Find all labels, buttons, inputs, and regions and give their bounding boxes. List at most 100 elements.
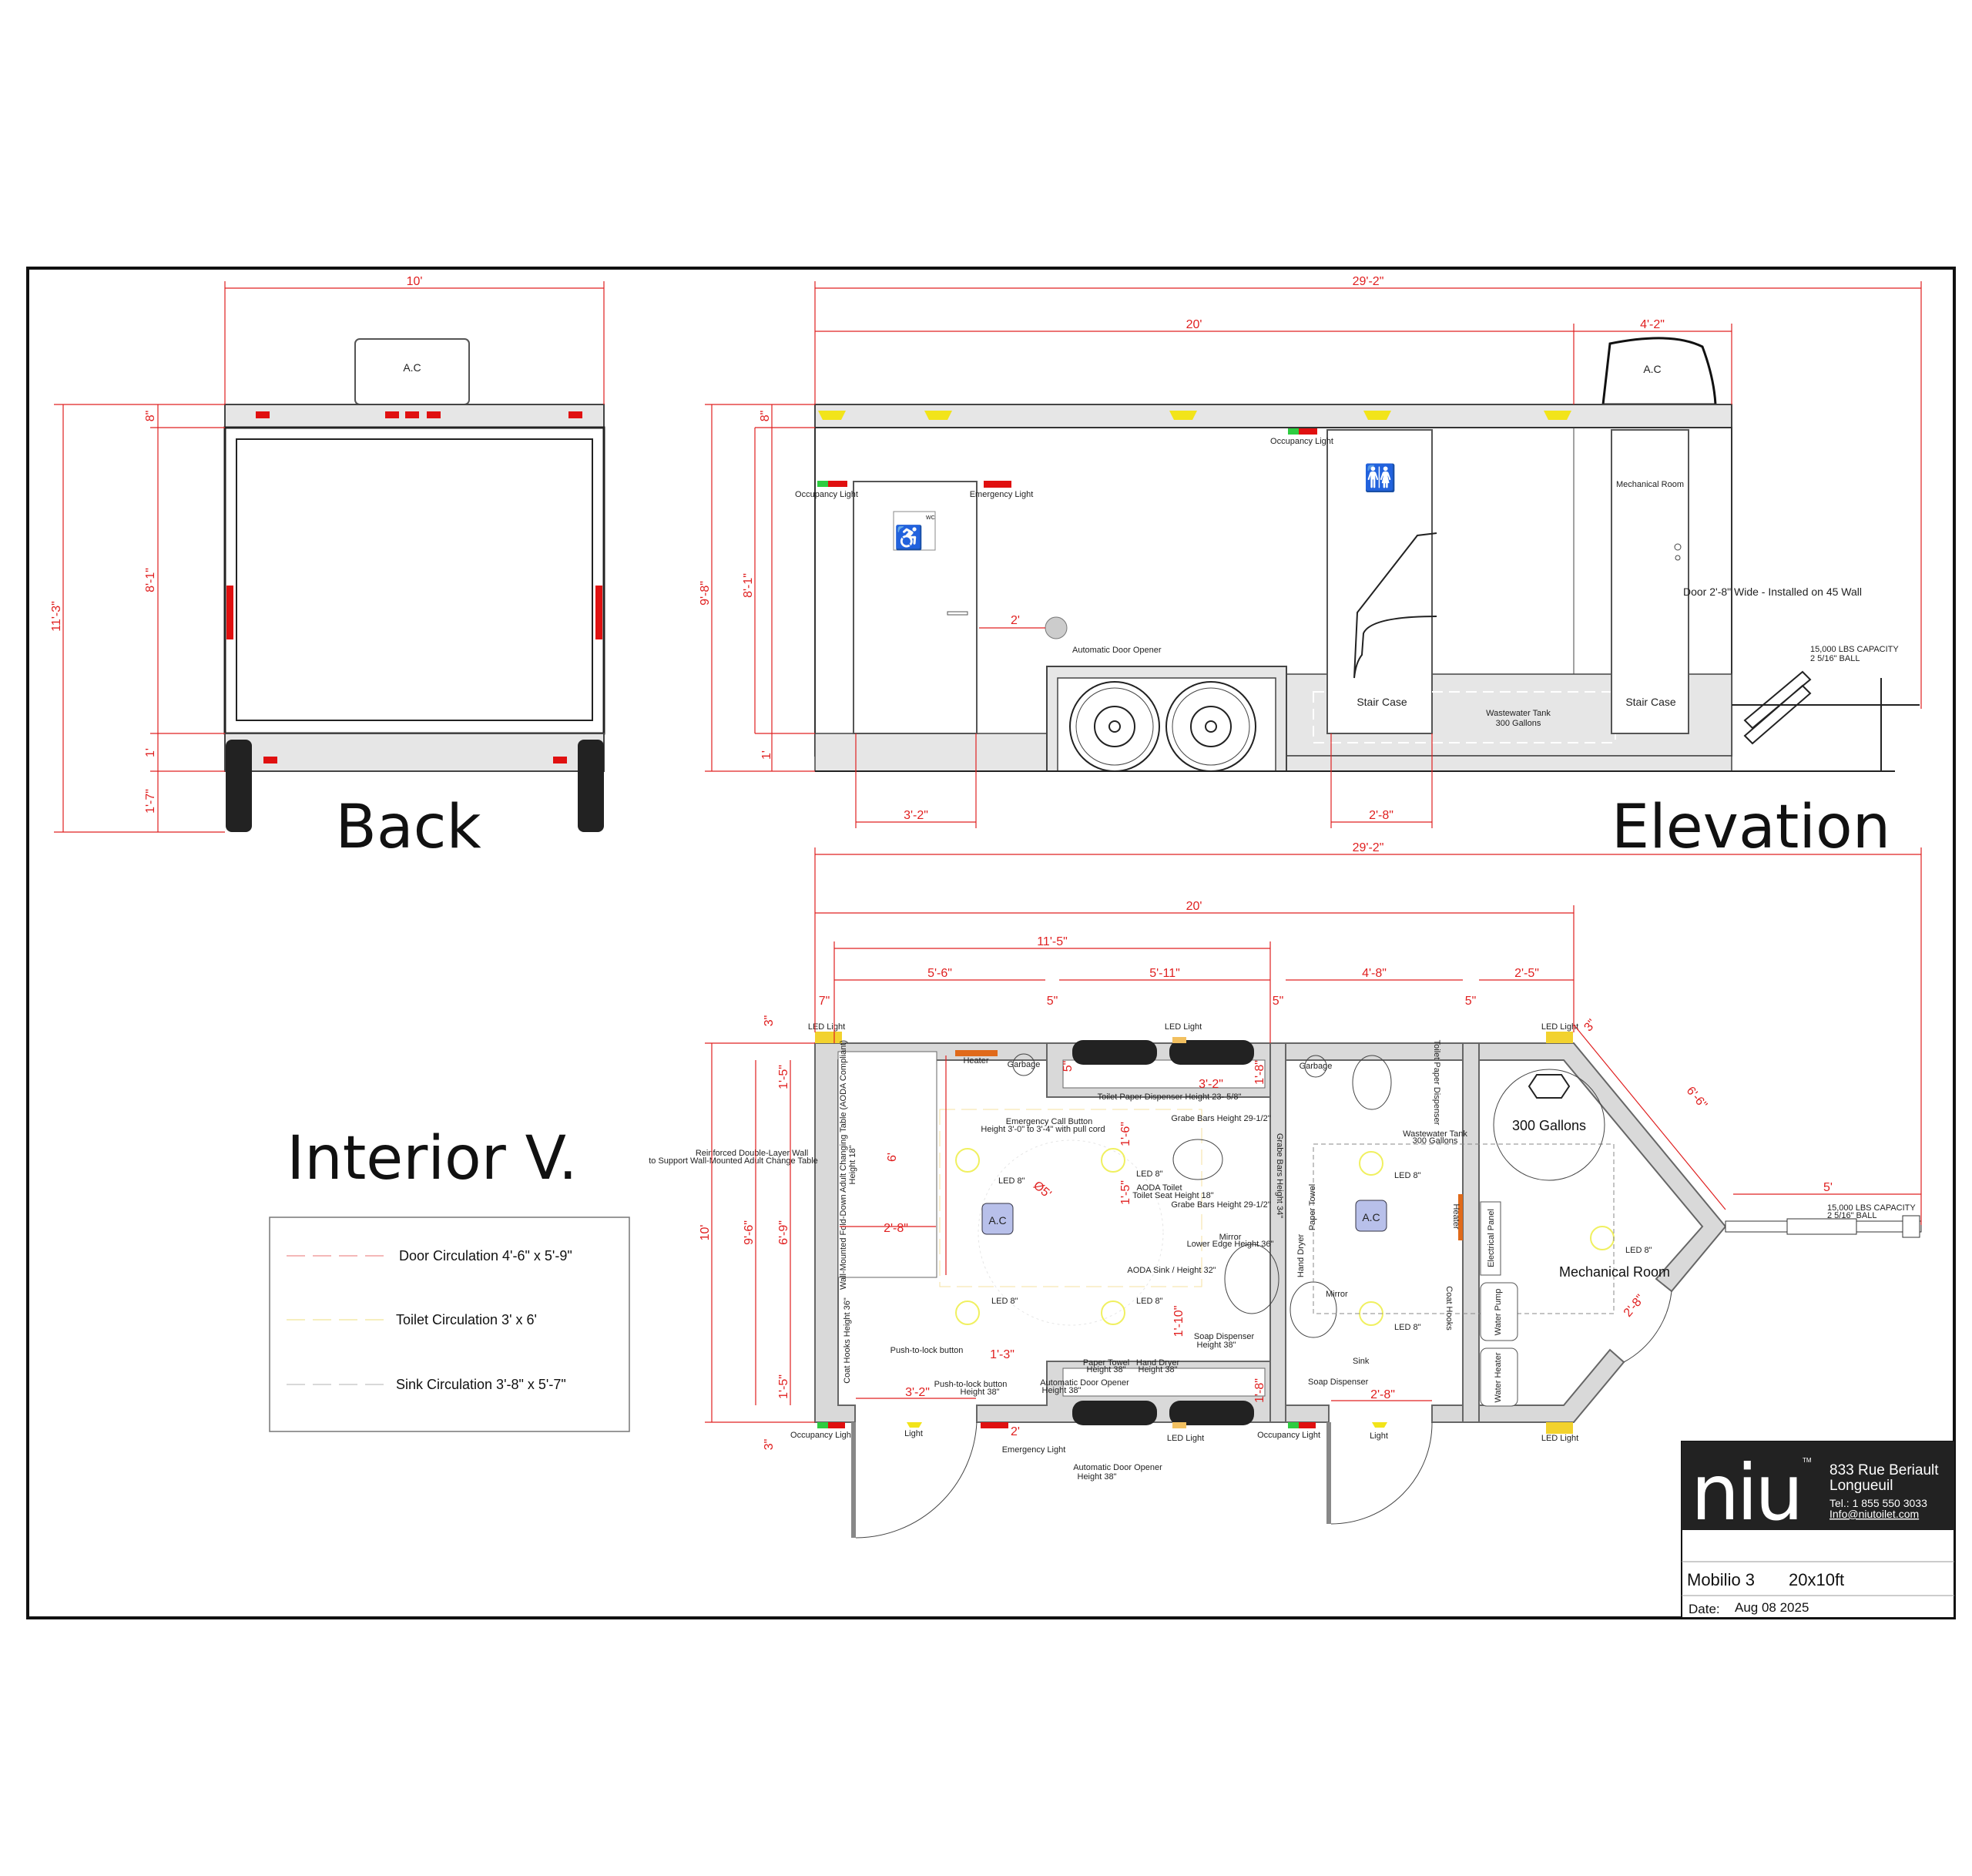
legend-label: Toilet Circulation 3' x 6' (396, 1312, 537, 1327)
drawing-shape (1108, 720, 1121, 733)
ac-vent (1355, 1200, 1387, 1232)
automatic-door-opener-icon (1045, 616, 1068, 639)
exhaust-fan (1072, 1040, 1254, 1065)
label-push-to-lock: Push-to-lock button (890, 1346, 964, 1355)
dim-hitch: 5' (1823, 1181, 1833, 1194)
label-water-pump: Water Pump (1494, 1289, 1503, 1336)
dim-wall: 5" (1273, 995, 1284, 1008)
drawing-shape (1544, 411, 1571, 420)
label-light: Light (904, 1429, 923, 1438)
dim-fan: 5" (1061, 1061, 1075, 1072)
ac-vent (981, 1203, 1014, 1235)
water-tank (1493, 1069, 1605, 1181)
label-coat-hooks: Coat Hooks (1444, 1286, 1454, 1331)
label-automatic-door-opener: Automatic Door Opener (1072, 646, 1162, 655)
elevation-overall-dim: 29'-2" (1353, 275, 1384, 288)
mechanical-door-swing (1623, 1290, 1672, 1363)
email-link[interactable]: Info@niutoilet.com (1829, 1508, 1919, 1520)
back-base (224, 733, 605, 772)
legend-item-door-circulation: Door Circulation 4'-6" x 5'-9" (287, 1248, 572, 1264)
drawing-shape (1101, 1148, 1125, 1173)
label-heater: Heater (963, 1056, 988, 1066)
label-changing-table: Wall-Mounted Fold-Down Adult Changing Ta… (839, 1040, 848, 1290)
label-led-light: LED Light (1167, 1434, 1204, 1443)
drawing-shape (1169, 1401, 1254, 1425)
elevation-base-dim: 1' (760, 750, 773, 760)
label-hitch-capacity: 15,000 LBS CAPACITY (1810, 645, 1899, 654)
label-occupancy-light: Occupancy Light (1257, 1431, 1320, 1440)
label-led-light: LED Light (1541, 1022, 1578, 1032)
drawing-shape (1359, 1151, 1383, 1176)
label-tp-dispenser: Toilet Paper Dispenser Height 23- 5/8" (1098, 1092, 1242, 1102)
back-marker-light (568, 411, 582, 418)
address-line-1: 833 Rue Beriault (1829, 1462, 1939, 1478)
dim-door: 3'-2" (905, 1386, 930, 1399)
label-garbage: Garbage (1008, 1060, 1041, 1069)
roof-led-lights (818, 411, 1571, 420)
water-heater (1480, 1347, 1518, 1407)
dim-height: 9'-6" (743, 1220, 756, 1245)
label-automatic-door-opener: Automatic Door Opener (1073, 1463, 1162, 1472)
led-light (1172, 1422, 1186, 1428)
dim-opener: 2' (1011, 1425, 1020, 1438)
turning-circle (978, 1139, 1164, 1326)
led-light (1546, 1032, 1573, 1043)
dim-wall: 3" (763, 1439, 776, 1451)
drawing-shape (1101, 1300, 1125, 1325)
restroom-sign-icon: 🚻 (1364, 463, 1397, 493)
elevation-body-dim: 20' (1186, 318, 1202, 331)
label-garbage: Garbage (1300, 1062, 1333, 1071)
dim-wall: 7" (819, 995, 830, 1008)
label-led-light: LED Light (808, 1022, 845, 1032)
label-led-8: LED 8" (1394, 1171, 1421, 1180)
label-led-8: LED 8" (991, 1297, 1018, 1306)
circulation-legend: Door Circulation 4'-6" x 5'-9" Toilet Ci… (269, 1217, 630, 1432)
garbage-bin (1304, 1055, 1327, 1078)
restroom-door-leaf (1326, 1422, 1331, 1524)
label-mechanical-room: Mechanical Room (1616, 480, 1684, 489)
label-occupancy-light: Occupancy Light (790, 1431, 854, 1440)
label-stair-case: Stair Case (1357, 696, 1407, 708)
label-ac: A.C (988, 1214, 1006, 1227)
back-marker-light (256, 411, 270, 418)
fan-compartment-bottom (1062, 1368, 1266, 1397)
changing-table (837, 1051, 937, 1278)
back-tail-light (553, 757, 567, 763)
label-hitch-ball: 2 5/16" BALL (1810, 654, 1860, 663)
label-reinforced-wall: to Support Wall-Mounted Adult Change Tab… (649, 1156, 818, 1166)
back-marker-light (427, 411, 441, 418)
drawing-shape (1786, 1218, 1857, 1235)
dim-table-depth: 2'-8" (884, 1222, 908, 1235)
label-emergency-light: Emergency Light (970, 490, 1034, 499)
dim-fan: 1'-8" (1253, 1378, 1266, 1403)
label-automatic-door-opener: Automatic Door Opener (1040, 1378, 1129, 1388)
occupancy-light-red (828, 481, 847, 487)
label-soap-dispenser: Soap Dispenser (1194, 1332, 1255, 1341)
trailer-hitch (1725, 1215, 1922, 1238)
led-light (1546, 1422, 1573, 1434)
back-marker-light (385, 411, 399, 418)
title-block: niu TM 833 Rue Beriault Longueuil Tel.: … (1681, 1441, 1955, 1619)
dim-seg: 4'-8" (1362, 967, 1387, 980)
label-led-8: LED 8" (1136, 1297, 1163, 1306)
dim-sink: 1'-10" (1172, 1306, 1186, 1337)
dim-table-length: 6' (886, 1153, 899, 1162)
water-pump (1480, 1282, 1518, 1341)
toilet-circulation-area (939, 1109, 1202, 1287)
drawing-shape (1075, 687, 1154, 766)
back-base-dim: 1' (144, 748, 157, 757)
label-grab-bars-34: Grabe Bars Height 34" (1275, 1133, 1284, 1218)
brand-banner (1682, 1441, 1954, 1530)
dim-wall: 5" (1465, 995, 1477, 1008)
drawing-shape (1169, 411, 1197, 420)
toilet (1352, 1055, 1392, 1110)
label-reinforced-wall: Reinforced Double-Layer Wall (696, 1149, 808, 1158)
elevation-base-right (1286, 755, 1732, 772)
drawing-shape (269, 1217, 630, 1432)
label-occupancy-light: Occupancy Light (1270, 437, 1333, 446)
mechanical-door (1611, 429, 1689, 734)
elevation-ac-unit (1601, 337, 1717, 406)
dim-body: 20' (1186, 900, 1202, 913)
exterior-light (1372, 1422, 1387, 1428)
